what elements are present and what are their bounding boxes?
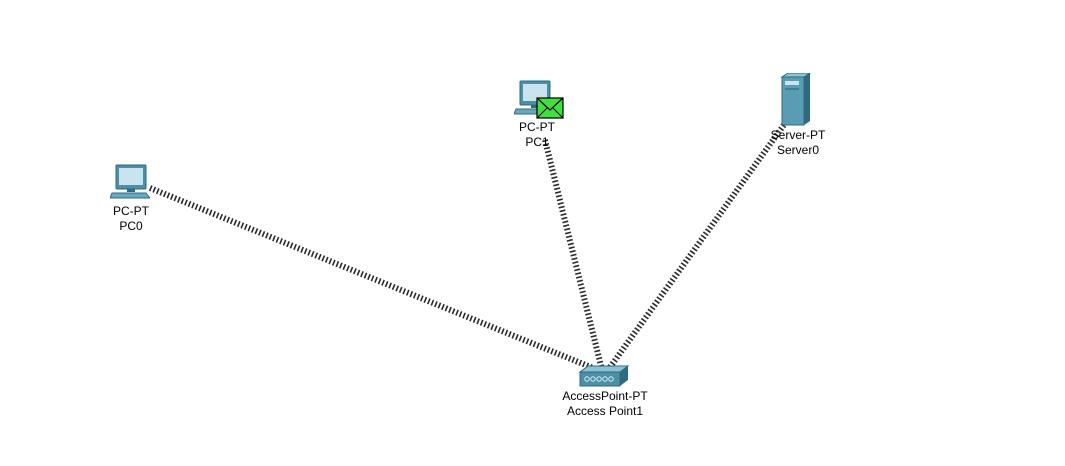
server-icon xyxy=(780,73,811,126)
device-label-access-point1: AccessPoint-PT Access Point1 xyxy=(562,389,647,419)
link-server0-ap1[interactable] xyxy=(605,120,789,372)
link-pc1-ap1[interactable] xyxy=(542,139,605,371)
access-point-icon xyxy=(578,365,630,387)
envelope-icon xyxy=(536,97,564,119)
link-pc0-ap1[interactable] xyxy=(148,185,600,373)
device-name-pc1: PC1 xyxy=(525,135,549,149)
pdu-envelope[interactable] xyxy=(536,97,564,124)
device-model-access-point1: AccessPoint-PT xyxy=(562,389,648,403)
device-label-pc1: PC-PT PC1 xyxy=(519,120,555,150)
device-name-access-point1: Access Point1 xyxy=(566,404,644,418)
device-label-pc0: PC-PT PC0 xyxy=(113,204,149,234)
pc-icon xyxy=(110,164,150,199)
device-access-point1[interactable] xyxy=(578,364,630,388)
device-model-pc1: PC-PT xyxy=(519,120,555,134)
device-label-server0: Server-PT Server0 xyxy=(771,128,826,158)
device-name-pc0: PC0 xyxy=(119,219,143,233)
device-pc0[interactable] xyxy=(110,164,150,200)
device-model-server0: Server-PT xyxy=(770,128,826,142)
device-model-pc0: PC-PT xyxy=(113,204,149,218)
device-server0[interactable] xyxy=(780,73,814,127)
device-name-server0: Server0 xyxy=(776,143,820,157)
